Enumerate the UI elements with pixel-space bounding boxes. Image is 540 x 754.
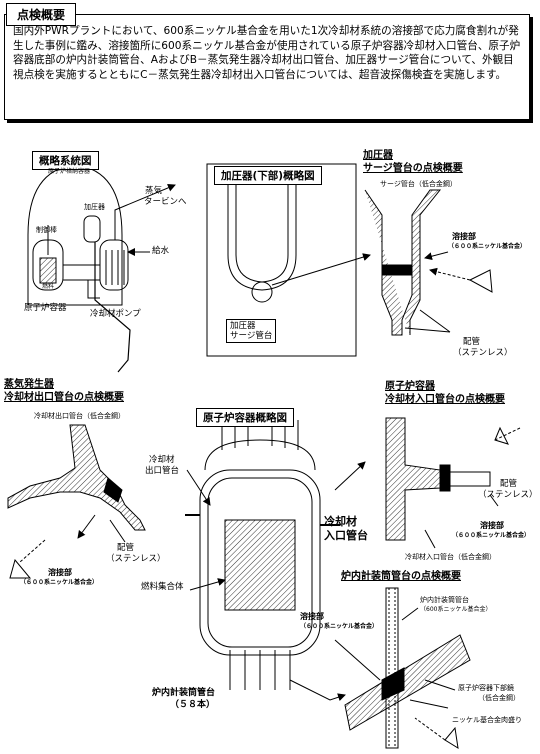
- coolant-pump-shape: [87, 280, 100, 299]
- pressurizer-label: 加圧器: [84, 203, 105, 211]
- instr-bottom-head-material: （低合金鋼）: [478, 694, 520, 702]
- surge-weld-material: （６００系ニッケル基合金）: [448, 243, 527, 250]
- instr-tube-detail-label: 炉内計装筒管台: [420, 596, 469, 604]
- reactor-vessel-art: [185, 420, 366, 702]
- sg-weld-material: （６００系ニッケル基合金）: [20, 579, 99, 586]
- steam-label: 蒸気: [145, 186, 163, 196]
- instr-bottom-head-label: 原子炉容器下部鏡: [458, 684, 514, 692]
- surge-nozzle-label: サージ管台（低合金鋼）: [380, 180, 457, 188]
- inlet-inspection-heading-1: 原子炉容器: [385, 381, 435, 392]
- surge-inspection-heading-1: 加圧器: [363, 150, 393, 161]
- vessel-outlet-label-1: 冷却材: [149, 455, 175, 465]
- instr-tube-detail-material: （600系ニッケル基合金）: [420, 606, 492, 613]
- steam-turbine-label: タービンへ: [144, 197, 187, 207]
- summary-text: 国内外PWRプラントにおいて、600系ニッケル基合金を用いた1次冷却材系統の溶接…: [13, 25, 521, 81]
- vessel-title: 原子炉容器概略図: [196, 408, 294, 427]
- instr-tube-label-1: 炉内計装筒管台: [152, 688, 216, 698]
- inlet-weld-label: 溶接部: [480, 521, 504, 530]
- sg-nozzle-art: [7, 424, 146, 579]
- control-rod-label: 制御棒: [36, 226, 57, 234]
- surge-weld-label: 溶接部: [452, 232, 476, 241]
- feedwater-label: 給水: [152, 246, 170, 256]
- inlet-nozzle-art: [385, 417, 521, 549]
- inlet-inspection-heading-2: 冷却材入口管台の点検概要: [385, 394, 505, 405]
- fuel-assembly-shape: [224, 519, 296, 611]
- pressurizer-lower-title: 加圧器(下部)概略図: [214, 166, 322, 185]
- inlet-nozzle-label: 冷却材入口管台（低合金鋼）: [405, 553, 496, 561]
- containment-label: 原子炉格納容器: [48, 168, 91, 175]
- inlet-weld-material: （６００系ニッケル基合金）: [452, 532, 531, 539]
- summary-box: 国内外PWRプラントにおいて、600系ニッケル基合金を用いた1次冷却材系統の溶接…: [4, 14, 530, 120]
- inlet-pipe-label: 配管: [500, 479, 518, 489]
- fuel-assembly-label: 燃料集合体: [141, 582, 184, 592]
- coolant-pump-label: 冷却材ポンプ: [90, 309, 141, 319]
- system-diagram-title: 概略系統図: [32, 151, 99, 170]
- surge-nozzle-callout: 加圧器 サージ管台: [226, 319, 277, 343]
- surge-pipe-label: 配管: [463, 337, 481, 347]
- vessel-outlet-label-2: 出口管台: [145, 466, 180, 476]
- fuel-label: 燃料: [42, 283, 55, 290]
- surge-nozzle-circle: [251, 281, 273, 303]
- instr-inspection-heading: 炉内計装筒管台の点検概要: [341, 571, 461, 582]
- page-title: 点検概要: [6, 3, 77, 26]
- sg-nozzle-label: 冷却材出口管台（低合金鋼）: [34, 412, 125, 420]
- instr-tube-label-2: （５８本）: [170, 700, 216, 710]
- sg-weld-label: 溶接部: [48, 568, 72, 577]
- instr-cladding-label: ニッケル基合金肉盛り: [452, 716, 522, 724]
- reactor-vessel-label: 原子炉容器: [24, 303, 67, 313]
- instr-weld-label: 溶接部: [300, 612, 324, 621]
- surge-callout-line2: サージ管台: [230, 331, 273, 341]
- surge-pipe-material: （ステンレス）: [453, 348, 513, 358]
- sg-inspection-heading-1: 蒸気発生器: [4, 379, 54, 390]
- pressurizer-lower-frame: [206, 163, 357, 357]
- sg-inspection-heading-2: 冷却材出口管台の点検概要: [4, 392, 124, 403]
- surge-nozzle-art: [364, 189, 493, 336]
- instr-weld-material: （６００系ニッケル基合金）: [300, 623, 379, 630]
- sg-pipe-label: 配管: [117, 543, 135, 553]
- inlet-pipe-material: （ステンレス）: [478, 490, 538, 500]
- surge-inspection-heading-2: サージ管台の点検概要: [363, 163, 463, 174]
- surge-callout-line1: 加圧器: [230, 321, 256, 331]
- sg-pipe-material: （ステンレス）: [106, 554, 166, 564]
- vessel-inlet-label-2: 入口管台: [324, 529, 368, 542]
- pressurizer-shape: [83, 215, 101, 243]
- pressurizer-lower-art: [206, 163, 371, 357]
- vessel-inlet-label-1: 冷却材: [324, 515, 357, 528]
- instr-tube-art: [334, 587, 471, 749]
